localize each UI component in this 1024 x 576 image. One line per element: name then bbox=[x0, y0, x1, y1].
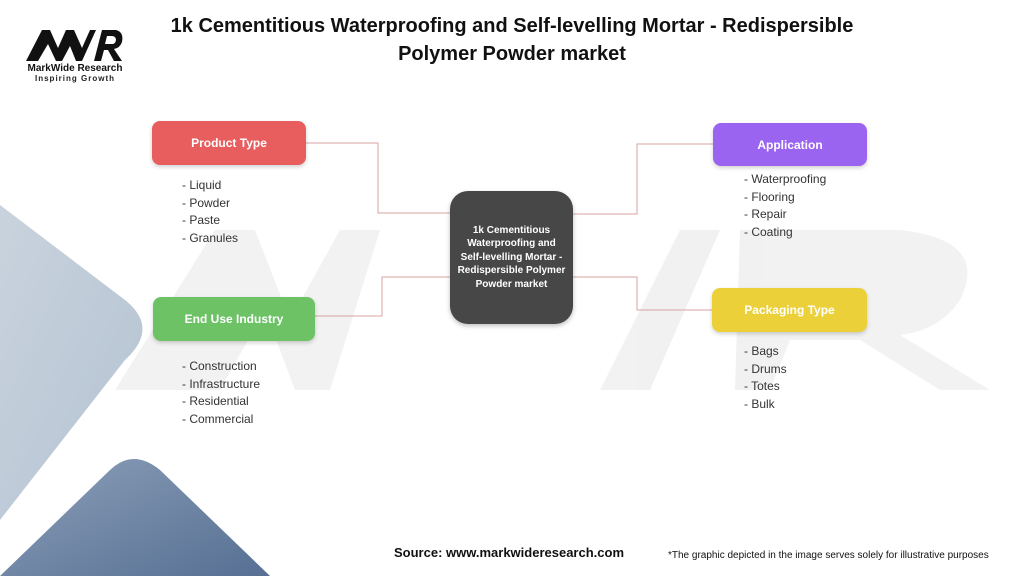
center-topic-node[interactable]: 1k Cementitious Waterproofing and Self-l… bbox=[450, 191, 573, 324]
list-item: - Totes bbox=[744, 379, 780, 393]
brand-logo: MarkWide Research Inspiring Growth bbox=[20, 28, 130, 84]
end-use-industry-list: - Construction - Infrastructure - Reside… bbox=[182, 358, 260, 428]
list-item: - Coating bbox=[744, 224, 793, 239]
category-end-use-industry[interactable]: End Use Industry bbox=[153, 297, 315, 341]
list-item: - Drums bbox=[744, 361, 787, 376]
list-item: - Powder bbox=[182, 195, 231, 210]
list-item: - Infrastructure bbox=[182, 376, 261, 391]
mwr-logo-icon bbox=[26, 30, 123, 61]
list-item: - Bulk bbox=[744, 396, 775, 411]
source-link[interactable]: Source: www.markwideresearch.com bbox=[394, 545, 625, 560]
page-title: 1k Cementitious Waterproofing and Self-l… bbox=[170, 15, 854, 65]
center-topic-label: 1k Cementitious Waterproofing and Self-l… bbox=[457, 224, 566, 290]
list-item: - Commercial bbox=[182, 411, 254, 426]
list-item: - Residential bbox=[182, 394, 249, 408]
category-application[interactable]: Application bbox=[713, 123, 867, 166]
category-product-type[interactable]: Product Type bbox=[152, 121, 306, 165]
packaging-type-list: - Bags - Drums - Totes - Bulk bbox=[744, 343, 787, 413]
brand-tagline: Inspiring Growth bbox=[35, 74, 115, 83]
category-label: End Use Industry bbox=[184, 312, 284, 326]
category-packaging-type[interactable]: Packaging Type bbox=[712, 288, 867, 332]
list-item: - Repair bbox=[744, 207, 787, 221]
list-item: - Bags bbox=[744, 344, 779, 358]
list-item: - Construction bbox=[182, 359, 257, 373]
list-item: - Waterproofing bbox=[744, 172, 827, 186]
list-item: - Liquid bbox=[182, 178, 222, 192]
category-label: Application bbox=[757, 137, 823, 152]
disclaimer-text: *The graphic depicted in the image serve… bbox=[668, 550, 989, 561]
category-label: Product Type bbox=[191, 136, 267, 150]
list-item: - Flooring bbox=[744, 189, 795, 204]
product-type-list: - Liquid - Powder - Paste - Granules bbox=[182, 177, 238, 247]
category-label: Packaging Type bbox=[744, 303, 835, 317]
list-item: - Paste bbox=[182, 213, 221, 227]
list-item: - Granules bbox=[182, 230, 239, 245]
application-list: - Waterproofing - Flooring - Repair - Co… bbox=[744, 171, 826, 241]
brand-name: MarkWide Research bbox=[27, 63, 123, 74]
